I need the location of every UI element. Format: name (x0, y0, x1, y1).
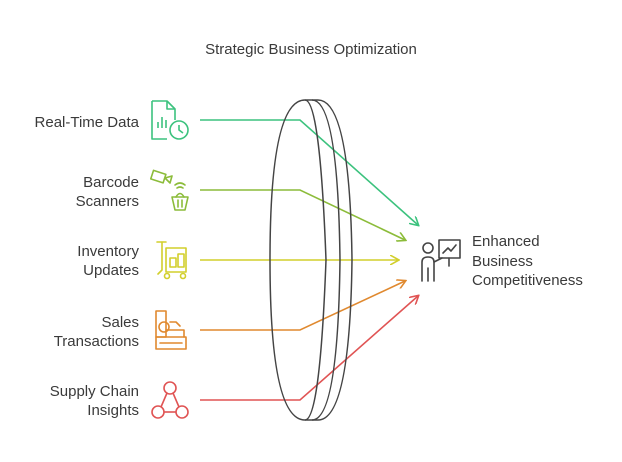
input-label-real-time-data: Real-Time Data (34, 114, 139, 131)
lens-icon (269, 99, 353, 421)
diagram-title: Strategic Business Optimization (205, 41, 417, 58)
forklift-boxes-icon (156, 241, 187, 280)
input-label-barcode-scanners: Barcode Scanners (75, 174, 139, 210)
document-chart-clock-icon (151, 100, 189, 140)
scanner-basket-icon (149, 169, 189, 211)
output-label: Enhanced Business Competitiveness (472, 233, 583, 289)
input-label-supply-chain-insights: Supply Chain Insights (49, 383, 139, 419)
presenter-chart-icon (421, 239, 461, 282)
network-nodes-icon (151, 381, 189, 419)
input-label-sales-transactions: Sales Transactions (53, 314, 139, 350)
input-label-inventory-updates: Inventory Updates (77, 243, 139, 279)
connector-barcode-scanners (200, 189, 405, 240)
connector-real-time-data (200, 119, 418, 225)
connector-sales-transactions (200, 281, 405, 331)
cash-register-icon (155, 310, 187, 350)
connector-supply-chain-insights (200, 296, 418, 401)
